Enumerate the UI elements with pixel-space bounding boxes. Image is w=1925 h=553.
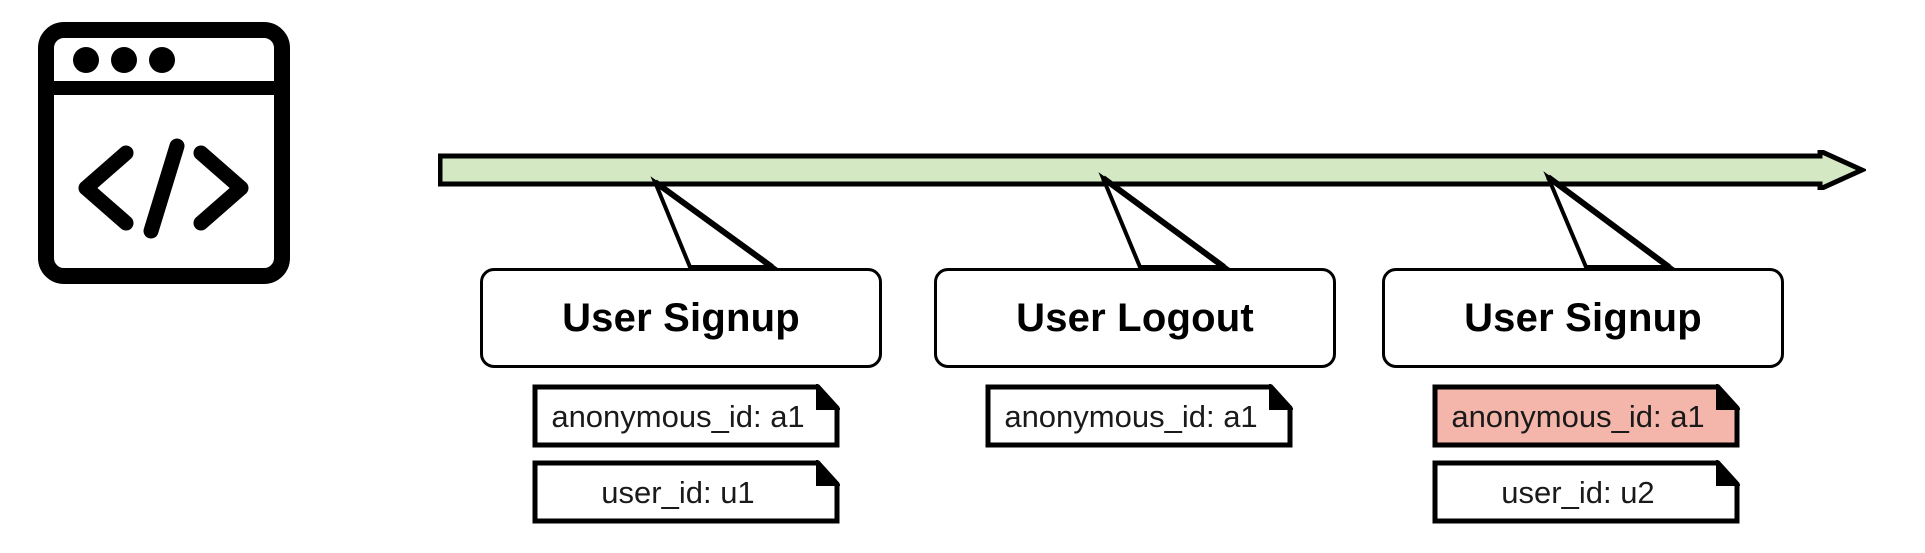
window-dot-1 <box>73 47 99 73</box>
code-window-icon <box>38 22 290 284</box>
property-note-user-id-1[interactable]: user_id: u1 <box>532 460 840 524</box>
property-note-label: user_id: u1 <box>601 474 755 510</box>
connector-2-right <box>1101 175 1226 270</box>
note-shape <box>532 384 840 448</box>
property-note-anonymous-id-2[interactable]: anonymous_id: a1 <box>985 384 1293 448</box>
window-dot-2 <box>111 47 137 73</box>
event-box-1[interactable]: User Signup <box>480 268 882 368</box>
event-label: User Signup <box>1464 296 1702 340</box>
property-note-anonymous-id-3[interactable]: anonymous_id: a1 <box>1432 384 1740 448</box>
connector-3-left <box>1543 171 1677 269</box>
connector-1-left <box>650 176 780 269</box>
property-note-label: user_id: u2 <box>1501 474 1655 510</box>
property-note-label: anonymous_id: a1 <box>551 398 805 434</box>
window-dot-3 <box>149 47 175 73</box>
note-shape-highlighted <box>1432 384 1740 448</box>
connector-1-right <box>653 179 774 270</box>
event-box-2[interactable]: User Logout <box>934 268 1336 368</box>
slash-glyph <box>143 138 185 239</box>
event-label: User Signup <box>562 296 800 340</box>
property-note-label: anonymous_id: a1 <box>1004 398 1258 434</box>
event-label: User Logout <box>1016 296 1254 340</box>
time-arrow <box>438 150 1866 190</box>
property-note-anonymous-id-1[interactable]: anonymous_id: a1 <box>532 384 840 448</box>
property-note-user-id-3[interactable]: user_id: u2 <box>1432 460 1740 524</box>
angle-left-glyph <box>78 145 134 231</box>
connector-2-left <box>1098 172 1232 269</box>
connector-3-right <box>1546 174 1671 270</box>
note-shape <box>985 384 1293 448</box>
note-shape <box>1432 460 1740 524</box>
property-note-label: anonymous_id: a1 <box>1451 398 1705 434</box>
event-box-3[interactable]: User Signup <box>1382 268 1784 368</box>
angle-right-glyph <box>193 145 249 231</box>
note-shape <box>532 460 840 524</box>
